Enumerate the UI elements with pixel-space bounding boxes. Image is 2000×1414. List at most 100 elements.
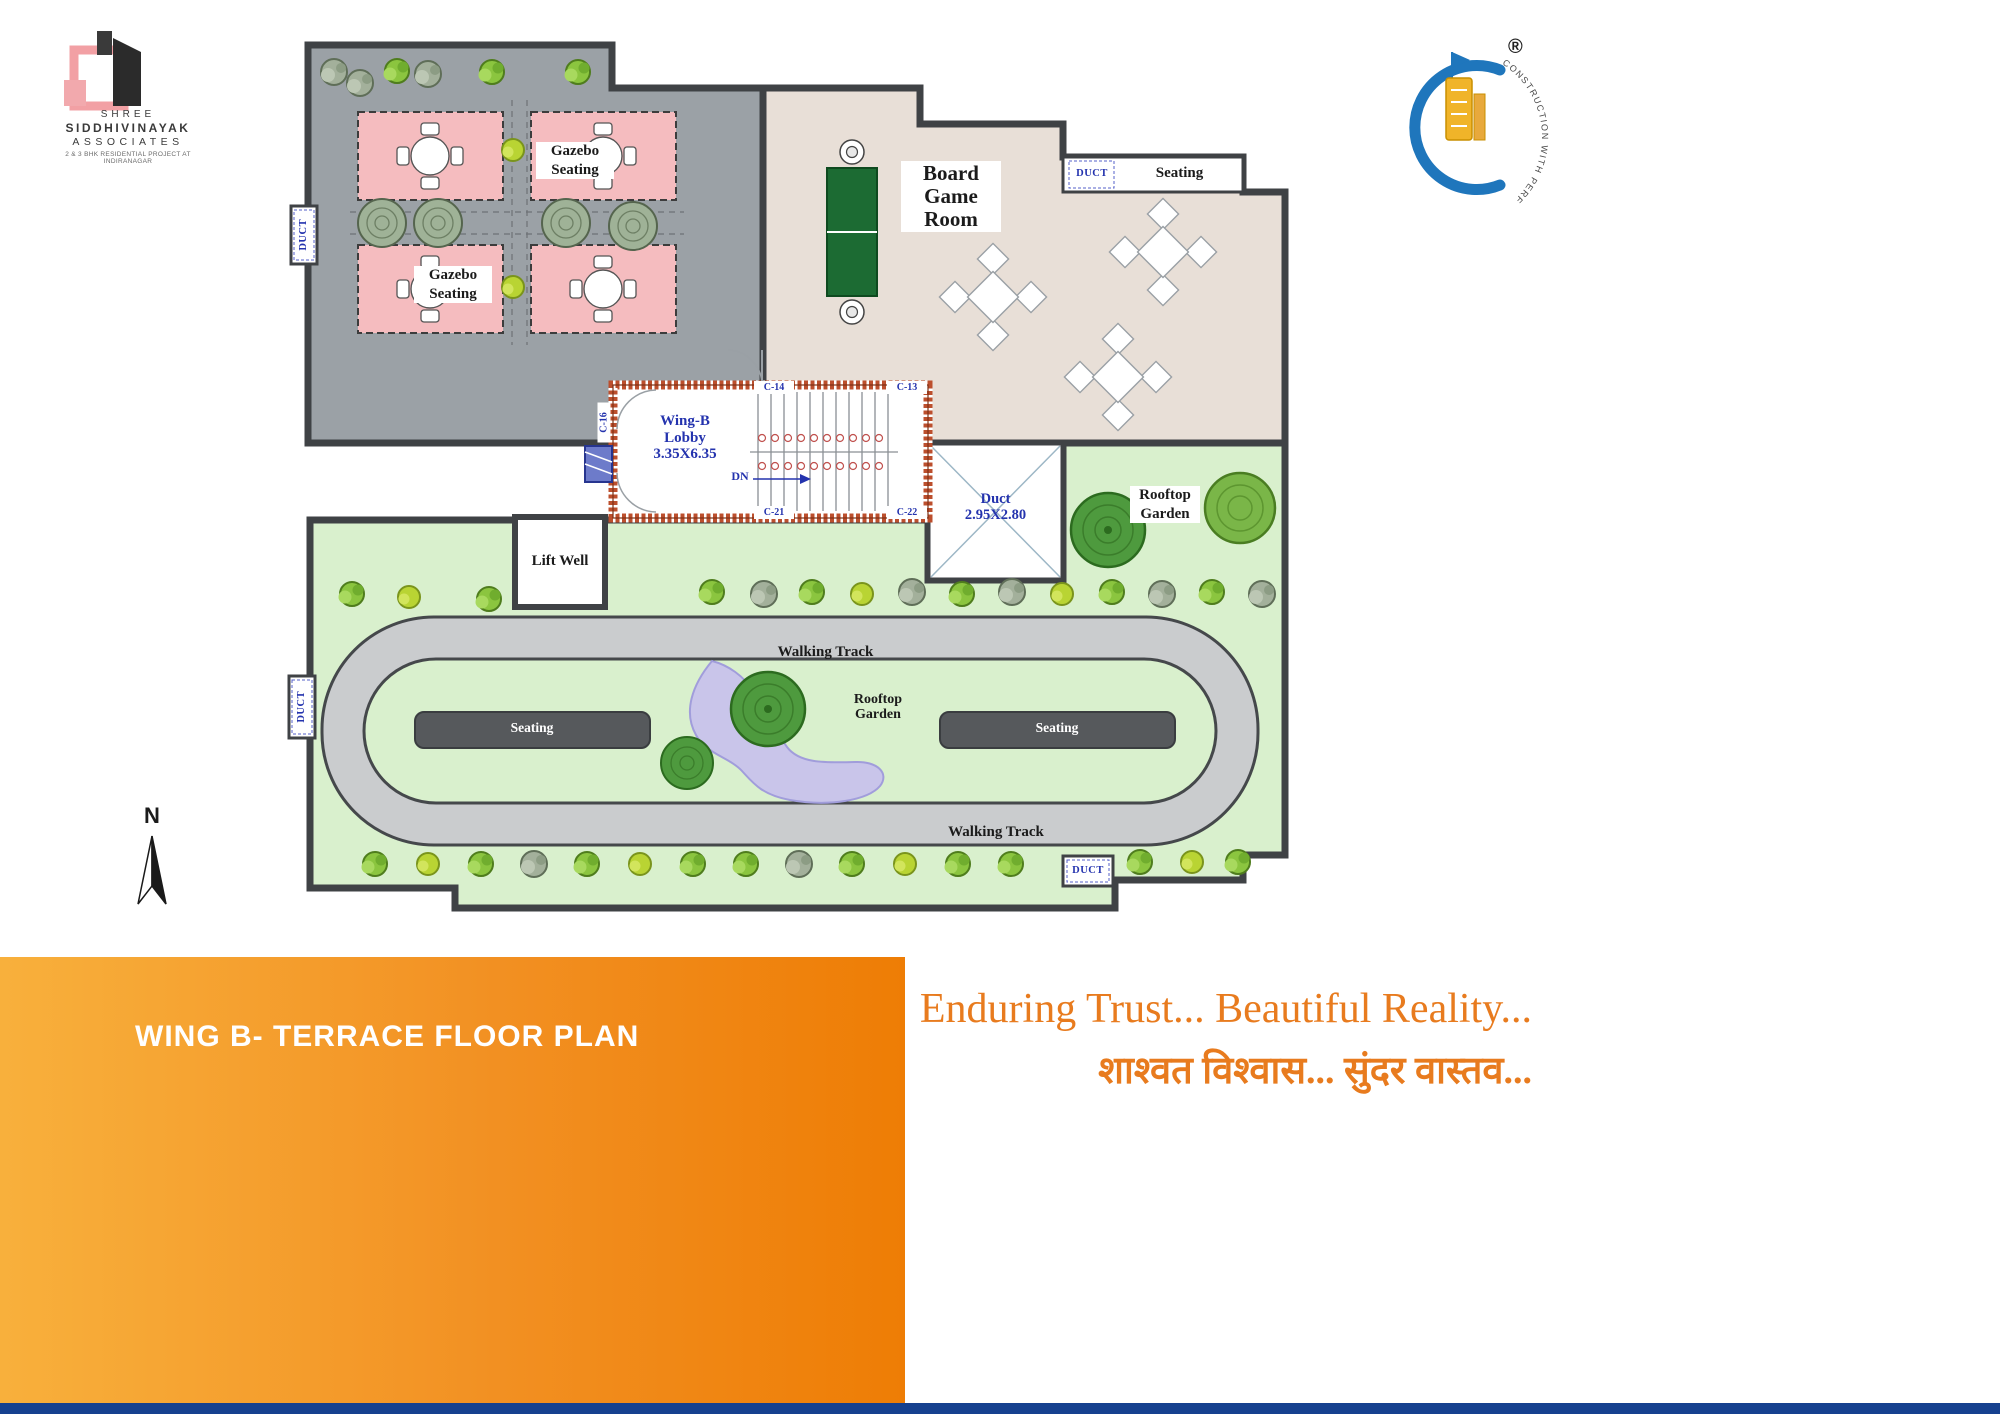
rooftop-label-line: Rooftop <box>1130 486 1200 505</box>
gazebo-label-line: Seating <box>414 284 492 303</box>
bush-icon <box>947 581 975 607</box>
rooftop-garden-center-label: Rooftop Garden <box>843 692 913 723</box>
duct-top-label: DUCT <box>1076 168 1108 179</box>
bush-icon <box>697 579 725 605</box>
rooftop-label-line: Garden <box>855 707 901 723</box>
shaft-hatch <box>584 451 613 475</box>
door-tag-c22: C-22 <box>887 506 927 519</box>
bush-icon <box>414 60 442 88</box>
duct-left-lower-label: DUCT <box>296 690 308 723</box>
bush-icon <box>1248 580 1276 608</box>
tree-icon <box>660 736 714 790</box>
bush-icon <box>397 585 421 609</box>
brand-name-line1: SHREE <box>100 109 156 120</box>
down-arrow-icon <box>753 474 811 484</box>
tree-icon <box>729 670 807 748</box>
bush-icon <box>898 578 926 606</box>
gazebo-label-line: Gazebo <box>414 266 492 285</box>
bush-icon <box>1148 580 1176 608</box>
bush-icon <box>731 851 759 877</box>
bush-icon <box>320 58 348 86</box>
player-icon <box>839 299 865 325</box>
bush-icon <box>837 851 865 877</box>
rooftop-garden-right-label: Rooftop Garden <box>1130 486 1200 523</box>
bottom-blue-bar <box>0 1403 2000 1414</box>
walking-track-bottom-label: Walking Track <box>948 824 1044 840</box>
door-tag-c13: C-13 <box>887 381 927 394</box>
slogan-hindi: शाश्वत विश्वास... सुंदर वास्तव... <box>1098 1050 1532 1092</box>
lobby-label-line: Wing-B <box>660 413 710 429</box>
bush-icon <box>628 852 652 876</box>
lobby-label-line: Lobby <box>664 429 706 446</box>
door-swing-arcs <box>616 349 763 513</box>
duct-center-line: 2.95X2.80 <box>964 506 1027 523</box>
wing-b-lobby-label: Wing-B Lobby 3.35X6.35 <box>640 413 730 463</box>
gazebo-label-line: Seating <box>536 160 614 179</box>
bush-icon <box>893 852 917 876</box>
plan-title: WING B- TERRACE FLOOR PLAN <box>135 1020 640 1053</box>
bush-icon <box>346 69 374 97</box>
brand-logo-left-icon <box>64 31 141 111</box>
bush-icon <box>520 850 548 878</box>
bench-left-label: Seating <box>510 720 554 735</box>
bush-icon <box>943 851 971 877</box>
bush-icon <box>750 580 778 608</box>
footer-orange-band: WING B- TERRACE FLOOR PLAN <box>0 957 905 1403</box>
bush-icon <box>996 851 1024 877</box>
duct-bottom-label: DUCT <box>1072 865 1104 876</box>
brand-name-line2: SIDDHIVINAYAK <box>65 121 191 135</box>
lift-well-label: Lift Well <box>531 553 589 569</box>
gazebo-seating-zones <box>350 100 684 345</box>
bush-icon <box>678 851 706 877</box>
lift-well-room <box>512 514 608 610</box>
garden-benches <box>414 711 1176 749</box>
rooftop-label-line: Garden <box>1130 504 1200 523</box>
gazebo-label-line: Gazebo <box>536 142 614 161</box>
door-tag-c16: C-16 <box>597 402 611 443</box>
gazebo-seating-label-2: Gazebo Seating <box>414 266 492 303</box>
slogan-english: Enduring Trust... Beautiful Reality... <box>919 986 1532 1032</box>
bush-icon <box>337 581 365 607</box>
tree-icon <box>608 201 658 251</box>
board-game-room-contents <box>826 139 1218 432</box>
bush-icon <box>563 59 591 85</box>
bench-left <box>414 711 651 749</box>
bench-right-label: Seating <box>1035 720 1079 735</box>
tree-icon <box>413 198 463 248</box>
footer-band: WING B- TERRACE FLOOR PLAN Enduring Trus… <box>0 957 2000 1403</box>
bush-icon <box>572 851 600 877</box>
bush-icon <box>785 850 813 878</box>
registered-mark: ® <box>1508 36 1523 58</box>
rooftop-label-line: Rooftop <box>853 692 903 707</box>
bush-icon <box>850 582 874 606</box>
bush-icon <box>360 851 388 877</box>
brand-tagline: 2 & 3 BHK RESIDENTIAL PROJECT AT INDIRAN… <box>65 151 191 165</box>
player-icon <box>839 139 865 165</box>
lobby-label-line: 3.35X6.35 <box>653 446 717 462</box>
bush-icon <box>416 852 440 876</box>
bush-icon <box>501 138 525 162</box>
bench-right <box>939 711 1176 749</box>
shaft-box <box>584 445 613 483</box>
dn-label: DN <box>731 469 749 483</box>
duct-center-label: Duct 2.95X2.80 <box>948 491 1043 524</box>
bush-icon <box>998 578 1026 606</box>
bush-icon <box>797 579 825 605</box>
tree-icon <box>1203 471 1277 545</box>
duct-shaft <box>925 440 1066 583</box>
bush-icon <box>501 275 525 299</box>
stair-railing <box>757 433 884 471</box>
bush-icon <box>382 58 410 84</box>
footer-white-band: Enduring Trust... Beautiful Reality... श… <box>905 957 2000 1403</box>
gazebo-seating-label-1: Gazebo Seating <box>536 142 614 179</box>
walking-track-top-label: Walking Track <box>777 644 874 660</box>
north-arrow-icon <box>137 835 167 905</box>
board-game-room-label: Board Game Room <box>901 161 1001 233</box>
bush-icon <box>1180 850 1204 874</box>
north-label: N <box>144 803 160 828</box>
bush-icon <box>1050 582 1074 606</box>
board-label-line: Room <box>924 207 978 232</box>
duct-left-upper-label: DUCT <box>298 218 310 251</box>
